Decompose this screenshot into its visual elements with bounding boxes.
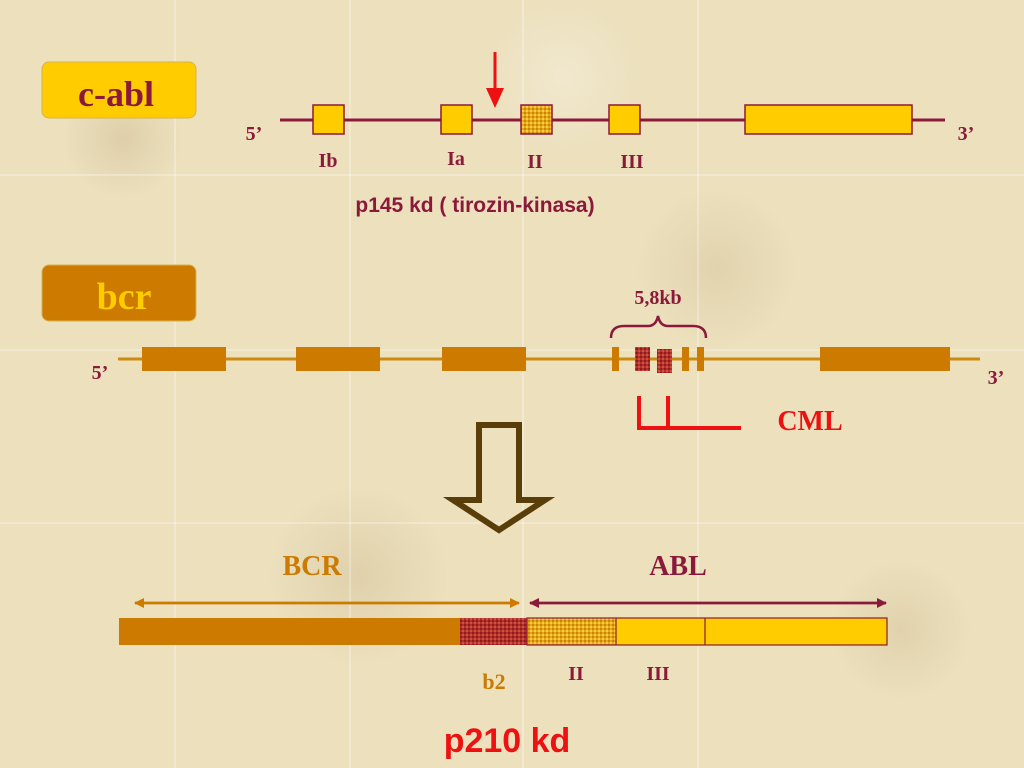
mbcr-region-label: 5,8kb [634, 287, 681, 309]
fusion-abl-exon-last [705, 618, 887, 645]
cabl-exon-iii [608, 104, 641, 135]
bcr-five-prime: 5’ [92, 362, 109, 384]
bcr-mbcr-exon-b1 [612, 347, 619, 371]
cml-label: CML [777, 406, 842, 437]
cabl-title: c-abl [78, 74, 154, 114]
cml-breakpoint-marker [637, 396, 741, 430]
bcr-exon-1 [142, 347, 226, 371]
cabl-five-prime: 5’ [246, 123, 263, 145]
cabl-title-box: c-abl [41, 61, 197, 119]
translocation-down-arrow [442, 422, 556, 534]
bcr-mbcr-exon-b4 [682, 347, 689, 371]
cabl-exon-ia [440, 104, 473, 135]
bcr-title-box: bcr [41, 264, 197, 322]
fusion-abl-exon-iii [616, 618, 705, 645]
bcr-three-prime: 3’ [988, 367, 1005, 389]
bcr-mbcr-exon-b3 [657, 349, 672, 373]
bcr-exon-last [820, 347, 950, 371]
bcr-exon-2 [296, 347, 380, 371]
cabl-breakpoint-arrow [486, 52, 504, 108]
fusion-bcr-segment [119, 618, 460, 645]
cabl-exon-ib [312, 104, 345, 135]
fusion-exon-label-ii: II [568, 663, 584, 685]
fusion-protein-label: p210 kd [444, 722, 571, 760]
cabl-protein-label: p145 kd ( tirozin-kinasa) [355, 194, 594, 217]
fusion-exon-label-iii: III [646, 663, 670, 685]
bcr-mbcr-exon-b2 [635, 347, 650, 371]
cabl-exon-last [744, 104, 913, 135]
cabl-exon-label-ii: II [527, 151, 543, 173]
cabl-exon-label-ia: Ia [447, 148, 465, 170]
cabl-exon-ii [520, 104, 553, 135]
fusion-abl-exon-ii [527, 618, 616, 645]
fusion-b2-segment [460, 618, 527, 645]
bcr-exon-3 [442, 347, 526, 371]
fusion-bcr-label: BCR [282, 551, 342, 582]
fusion-abl-label: ABL [649, 551, 707, 582]
cabl-exon-label-ib: Ib [319, 150, 338, 172]
mbcr-region-brace [609, 315, 708, 339]
bcr-mbcr-exon-b5 [697, 347, 704, 371]
cabl-exon-label-iii: III [620, 151, 644, 173]
cabl-three-prime: 3’ [958, 123, 975, 145]
bcr-title: bcr [97, 276, 152, 318]
fusion-b2-label: b2 [482, 669, 505, 694]
